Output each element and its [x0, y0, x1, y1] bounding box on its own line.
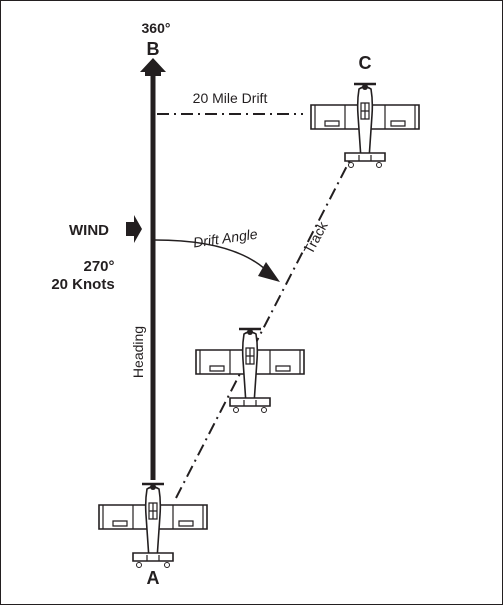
wind-direction-label: 270°: [83, 258, 114, 275]
point-b-label: B: [147, 39, 160, 59]
aircraft-icon: [194, 327, 306, 414]
point-c-label: C: [359, 53, 372, 73]
track-label: Track: [300, 218, 331, 257]
heading-arrow-icon: [140, 58, 166, 76]
point-a-label: A: [147, 568, 160, 588]
wind-label: WIND: [69, 222, 109, 239]
aircraft-icon: [97, 482, 209, 569]
drift-label: 20 Mile Drift: [193, 90, 268, 106]
track-line: [175, 159, 351, 499]
heading-label: Heading: [130, 326, 146, 378]
drift-angle-label: Drift Angle: [192, 226, 259, 251]
heading-degrees-label: 360°: [142, 20, 171, 36]
wind-speed-label: 20 Knots: [51, 276, 114, 293]
wind-arrow-icon: [126, 215, 142, 243]
aircraft-icon: [309, 82, 421, 169]
drift-angle-arrowhead: [258, 262, 280, 282]
